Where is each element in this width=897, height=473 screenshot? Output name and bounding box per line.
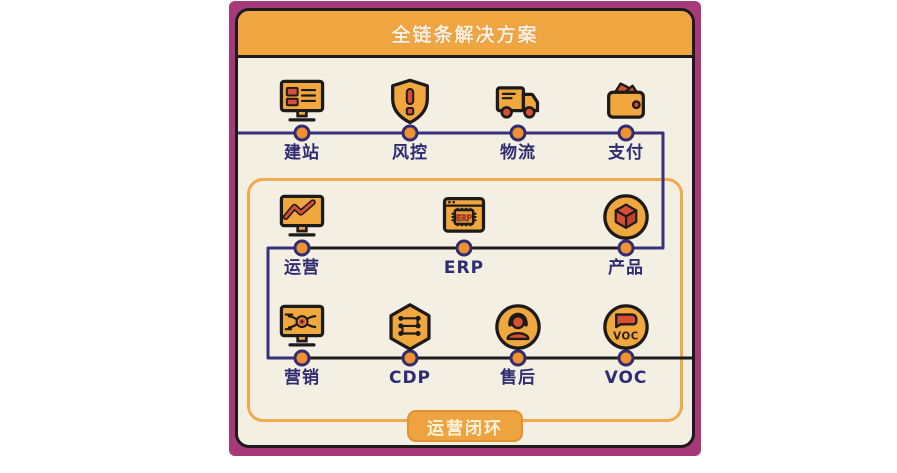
payment-wallet-icon	[600, 76, 652, 128]
voc-icon-text: VOC	[613, 330, 639, 342]
erp-system-icon: ERP	[438, 191, 490, 243]
step-site-building: 建站	[262, 76, 342, 163]
marketing-targeting-icon	[276, 301, 328, 353]
step-label: 营销	[284, 368, 320, 388]
step-label: VOC	[604, 368, 648, 388]
step-operations: 运营	[262, 191, 342, 278]
step-label: 物流	[500, 143, 536, 163]
step-label: 建站	[284, 143, 320, 163]
step-logistics: 物流	[478, 76, 558, 163]
product-cube-icon	[600, 191, 652, 243]
step-risk-control: 风控	[370, 76, 450, 163]
website-builder-icon	[276, 76, 328, 128]
cdp-network-icon	[384, 301, 436, 353]
step-aftersales: 售后	[478, 301, 558, 388]
step-label: 运营	[284, 258, 320, 278]
step-erp: ERP ERP	[424, 191, 504, 278]
aftersales-support-icon	[492, 301, 544, 353]
page-title: 全链条解决方案	[391, 23, 539, 46]
step-payment: 支付	[586, 76, 666, 163]
voc-feedback-icon: VOC	[600, 301, 652, 353]
step-label: CDP	[388, 368, 432, 388]
risk-control-shield-icon	[384, 76, 436, 128]
step-product: 产品	[586, 191, 666, 278]
logistics-truck-icon	[492, 76, 544, 128]
step-cdp: CDP	[370, 301, 450, 388]
step-label: 售后	[500, 368, 536, 388]
step-label: 风控	[392, 143, 428, 163]
operations-analytics-icon	[276, 191, 328, 243]
step-marketing: 营销	[262, 301, 342, 388]
erp-chip-text: ERP	[456, 214, 472, 224]
step-label: 支付	[608, 143, 644, 163]
step-label: 产品	[608, 258, 644, 278]
card-header: 全链条解决方案	[238, 11, 692, 58]
step-voc: VOC VOC	[586, 301, 666, 388]
step-label: ERP	[443, 258, 485, 278]
operations-loop-badge: 运营闭环	[407, 410, 523, 442]
operations-loop-badge-label: 运营闭环	[427, 418, 503, 439]
